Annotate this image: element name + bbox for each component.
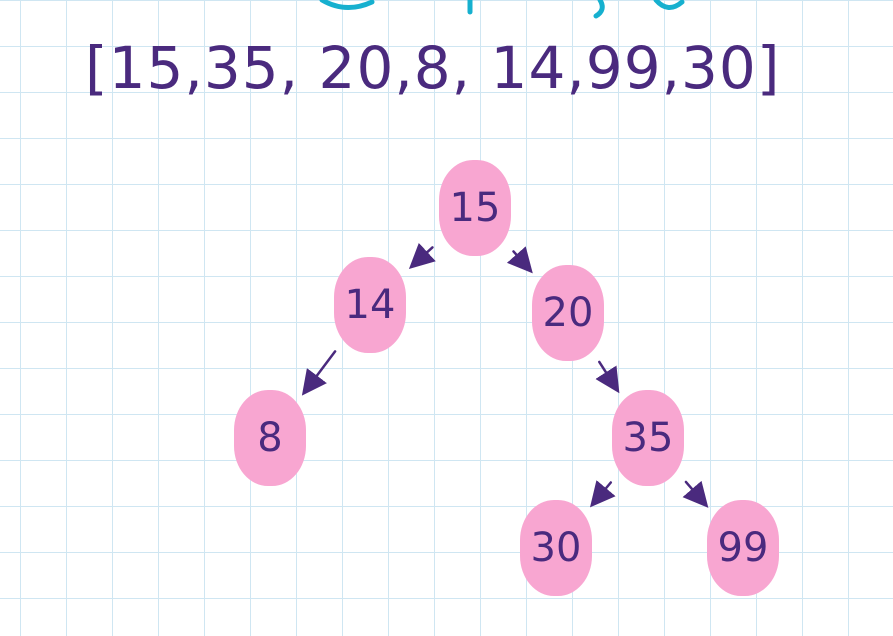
edge-arrow-n35-to-n30 [589, 480, 616, 508]
node-label: 30 [531, 525, 582, 571]
top-ink-fragments [319, 0, 685, 19]
edge-arrow-n14-to-n8 [301, 350, 337, 396]
tree-node-99: 99 [707, 500, 779, 596]
tree-node-15: 15 [439, 160, 511, 256]
node-circle [707, 500, 779, 596]
tree-node-20: 20 [532, 265, 604, 361]
node-label: 35 [623, 415, 674, 461]
node-circle [439, 160, 511, 256]
node-label: 99 [718, 525, 769, 571]
node-label: 20 [543, 290, 594, 336]
node-label: 15 [450, 185, 501, 231]
edge-arrow-n35-to-n99 [682, 480, 709, 508]
node-label: 8 [257, 415, 282, 461]
edge-arrow-n15-to-n20 [506, 246, 533, 274]
edge-arrow-n15-to-n14 [408, 242, 436, 269]
input-array-text: [15,35, 20,8, 14,99,30] [85, 34, 781, 102]
tree-node-30: 30 [520, 500, 592, 596]
node-circle [520, 500, 592, 596]
node-label: 14 [345, 282, 396, 328]
edge-arrow-n20-to-n35 [595, 360, 620, 394]
node-circle [612, 390, 684, 486]
tree-node-14: 14 [334, 257, 406, 353]
node-circle [532, 265, 604, 361]
tree-node-35: 35 [612, 390, 684, 486]
node-circle [334, 257, 406, 353]
node-circle [234, 390, 306, 486]
tree-node-8: 8 [234, 390, 306, 486]
